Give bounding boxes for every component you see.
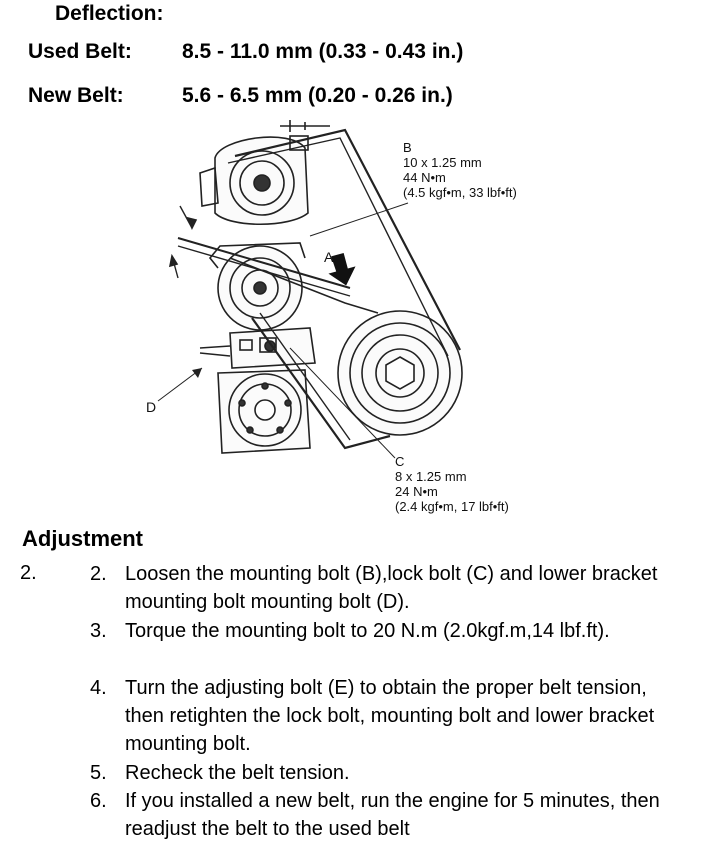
label-d: D: [146, 399, 157, 415]
label-b-torque-alt: (4.5 kgf•m, 33 lbf•ft): [403, 185, 517, 200]
label-c-torque-alt: (2.4 kgf•m, 17 lbf•ft): [395, 499, 509, 514]
label-b-size: 10 x 1.25 mm: [403, 155, 482, 170]
step-item: 4. Turn the adjusting bolt (E) to obtain…: [90, 674, 690, 758]
step-text: Turn the adjusting bolt (E) to obtain th…: [125, 677, 655, 755]
step-item: 2. Loosen the mounting bolt (B),lock bol…: [90, 560, 690, 616]
step-number: 3.: [90, 620, 107, 642]
belt-diagram: [157, 120, 463, 459]
label-c: C: [395, 454, 405, 469]
adjustment-title: Adjustment: [22, 526, 143, 551]
step-number: 5.: [90, 762, 107, 784]
step-item: 3. Torque the mounting bolt to 20 N.m (2…: [90, 617, 690, 645]
callout-c: C 8 x 1.25 mm 24 N•m (2.4 kgf•m, 17 lbf•…: [395, 454, 509, 514]
step-text: Loosen the mounting bolt (B),lock bolt (…: [125, 563, 658, 613]
used-belt-value: 8.5 - 11.0 mm (0.33 - 0.43 in.): [182, 40, 464, 63]
step-item: 5. Recheck the belt tension.: [90, 759, 690, 787]
label-c-torque: 24 N•m: [395, 484, 438, 499]
label-c-size: 8 x 1.25 mm: [395, 469, 467, 484]
label-b-torque: 44 N•m: [403, 170, 446, 185]
step-text: If you installed a new belt, run the eng…: [125, 790, 660, 840]
step-item: 6. If you installed a new belt, run the …: [90, 787, 690, 843]
label-a: A: [324, 249, 334, 265]
new-belt-value: 5.6 - 6.5 mm (0.20 - 0.26 in.): [182, 84, 453, 107]
callout-b: B 10 x 1.25 mm 44 N•m (4.5 kgf•m, 33 lbf…: [403, 140, 517, 200]
outer-step-number: 2.: [20, 562, 37, 584]
step-number: 4.: [90, 677, 107, 699]
label-b: B: [403, 140, 412, 155]
step-text: Recheck the belt tension.: [125, 762, 350, 784]
deflection-title: Deflection:: [55, 2, 164, 25]
step-number: 2.: [90, 563, 107, 585]
new-belt-label: New Belt:: [28, 84, 124, 107]
step-number: 6.: [90, 790, 107, 812]
used-belt-label: Used Belt:: [28, 40, 132, 63]
step-text: Torque the mounting bolt to 20 N.m (2.0k…: [125, 620, 610, 642]
